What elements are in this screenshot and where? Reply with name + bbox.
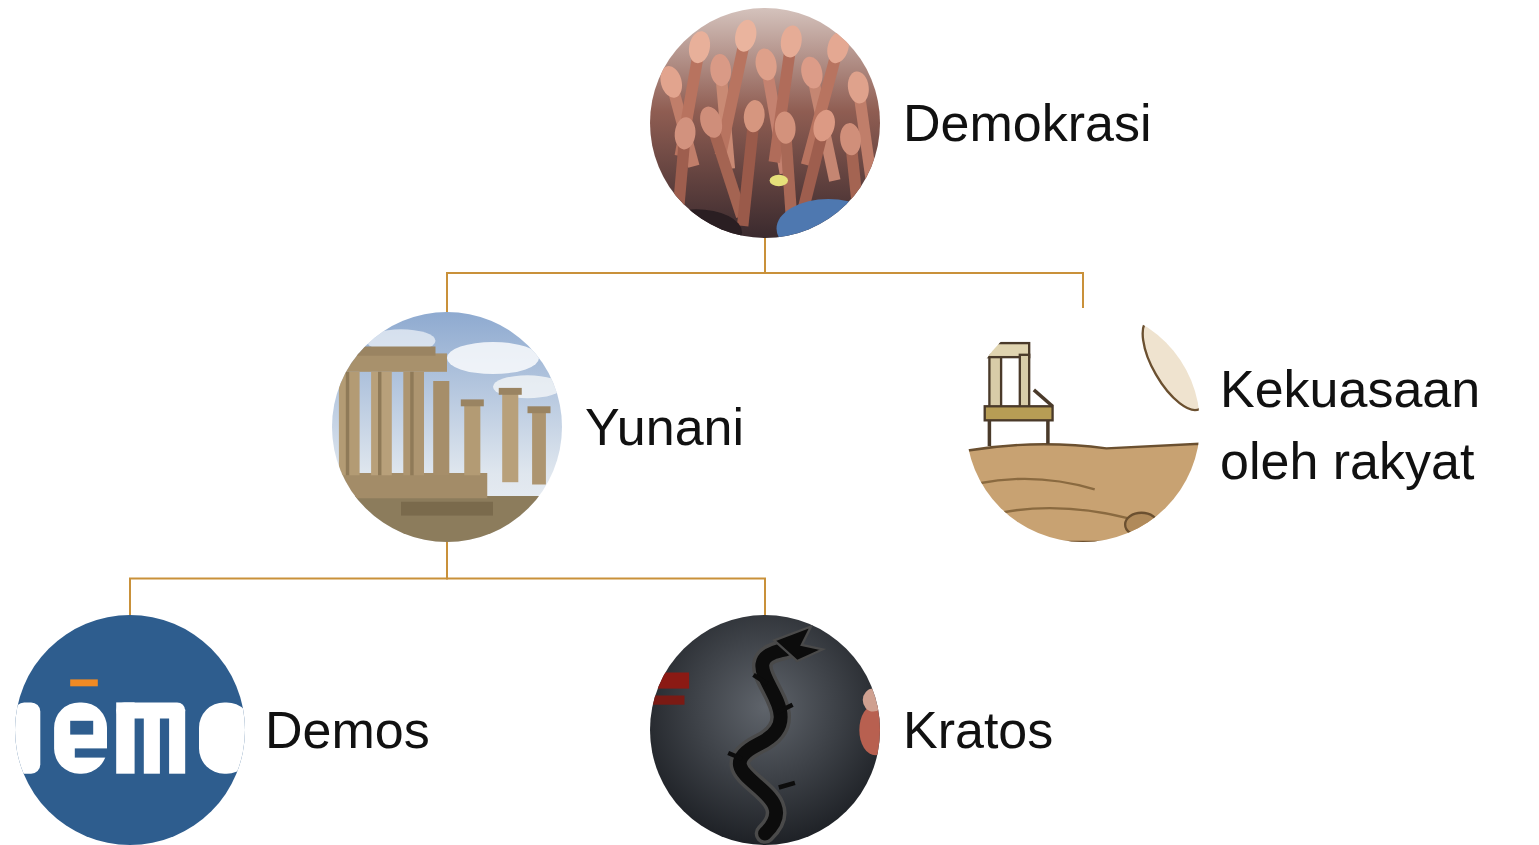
node-label-group: Kratos xyxy=(903,694,1053,766)
circle-node: Kratos xyxy=(650,615,1053,845)
node-label: Kekuasaan oleh rakyat xyxy=(1220,353,1520,497)
circle-node: Yunani xyxy=(332,312,744,542)
circle-outline xyxy=(332,312,562,542)
node-label: Demos xyxy=(265,694,430,766)
node-label: Demokrasi xyxy=(903,87,1152,159)
demos-logo xyxy=(15,615,245,845)
tree-connector xyxy=(447,542,765,615)
tree-connector xyxy=(765,238,1083,308)
node-label-group: Demokrasi xyxy=(903,87,1152,159)
temple-photo xyxy=(332,312,562,542)
dragon-picture xyxy=(650,615,880,845)
circle-outline xyxy=(15,615,245,845)
node-label-group: Kekuasaan oleh rakyat xyxy=(1220,353,1520,497)
circle-outline xyxy=(650,8,880,238)
circle-node: Kekuasaan oleh rakyat xyxy=(966,308,1520,542)
node-label-group: Demos xyxy=(265,694,430,766)
node-label: Kratos xyxy=(903,694,1053,766)
node-label-group: Yunani xyxy=(585,391,744,463)
chair-hand-sketch xyxy=(966,308,1200,542)
circle-node: Demokrasi xyxy=(650,8,1152,238)
tree-connector xyxy=(130,542,447,615)
circle-node: Demos xyxy=(15,615,430,845)
tree-connector xyxy=(447,238,765,312)
node-label: Yunani xyxy=(585,391,744,463)
crowd-photo xyxy=(650,8,880,238)
circle-outline xyxy=(650,615,880,845)
circle-outline xyxy=(966,308,1200,542)
